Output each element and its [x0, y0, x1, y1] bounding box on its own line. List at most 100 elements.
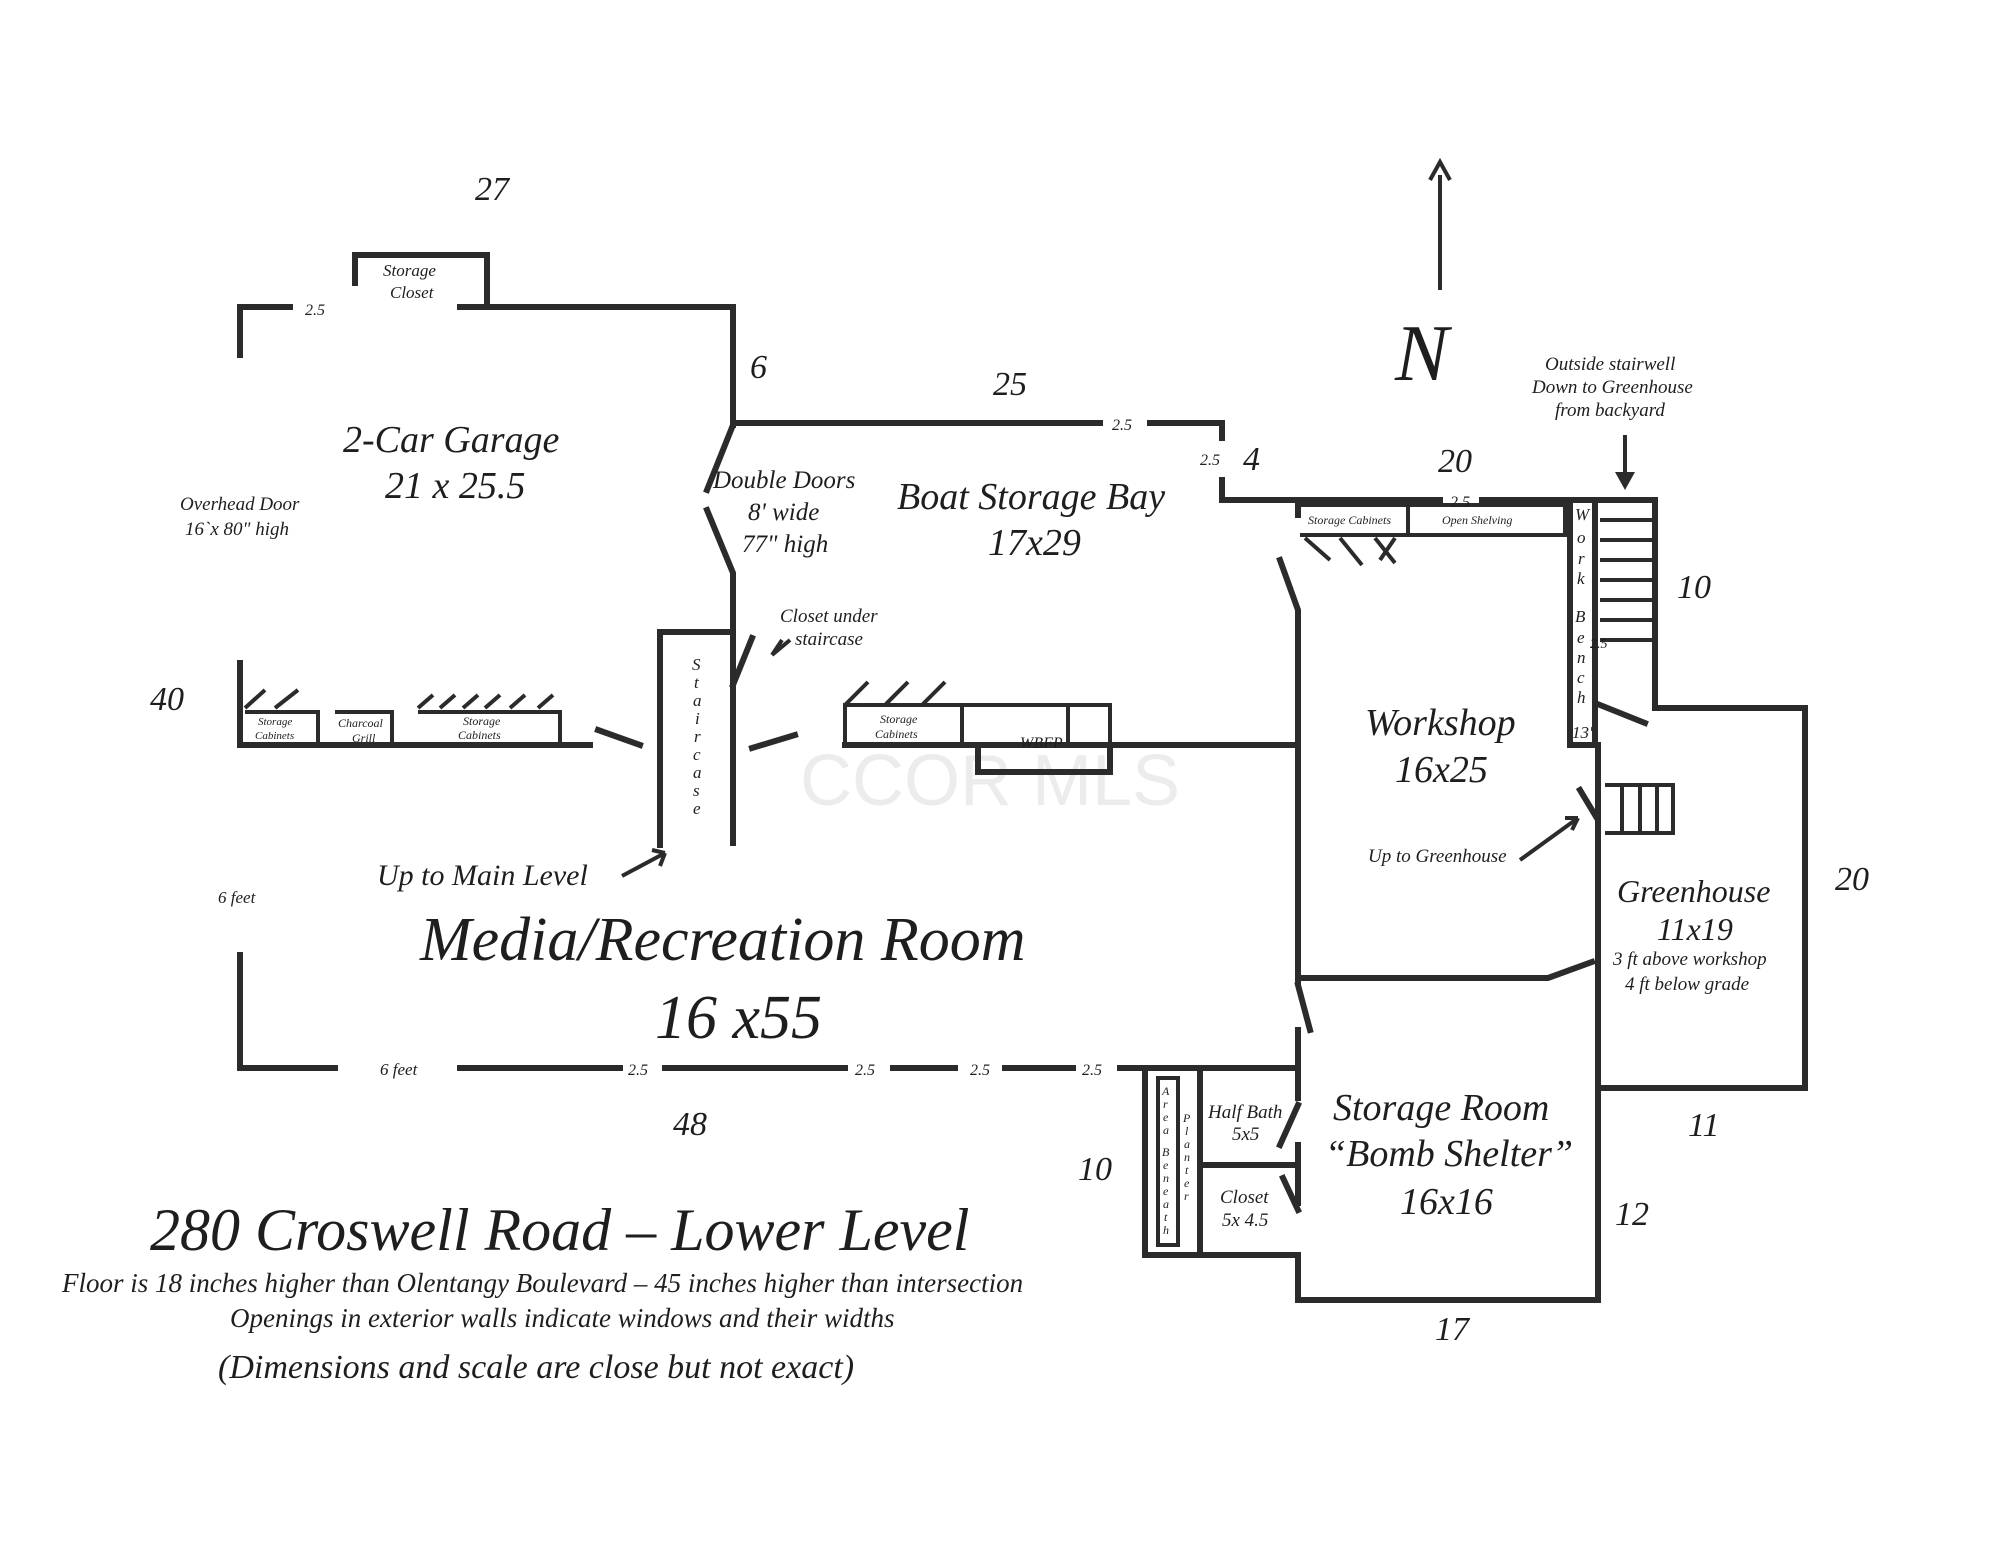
wbfp-box	[962, 703, 1112, 745]
up-to-greenhouse-arrow	[1518, 816, 1580, 862]
closet-under-arrow	[770, 638, 792, 657]
north-arrow	[1428, 157, 1452, 290]
workshop-door-ne	[1276, 556, 1301, 985]
storage-size: 16x16	[1400, 1181, 1493, 1223]
media-name: Media/Recreation Room	[419, 906, 1025, 974]
bath-wall	[1197, 1065, 1301, 1258]
room-labels: 2-Car Garage 21 x 25.5 Boat Storage Bay …	[343, 419, 1770, 1231]
annotations: Storage Closet Overhead Door 16`x 80" hi…	[180, 261, 1693, 1237]
overhead-door-line1: Overhead Door	[180, 494, 300, 515]
greenhouse-door	[1575, 785, 1601, 853]
workshop-name: Workshop	[1365, 702, 1516, 744]
outside-stair-arrow	[1615, 435, 1635, 490]
media-north-door-west	[594, 726, 644, 749]
win-workbench: 2.5	[1590, 637, 1608, 652]
halfbath-name: Half Bath	[1207, 1102, 1282, 1123]
dim-garage-east: 6	[750, 349, 767, 386]
bench-door	[1596, 701, 1649, 727]
garage-size: 21 x 25.5	[385, 465, 525, 507]
dim-workshop-top: 20	[1438, 443, 1472, 480]
cabinet-box-c	[843, 703, 964, 745]
dim-storage-south: 17	[1435, 1311, 1471, 1348]
outside-stairwell	[1597, 497, 1808, 1076]
greenhouse-note2: 4 ft below grade	[1625, 974, 1749, 995]
staircase-letter: a	[693, 691, 702, 710]
planter-letter: n	[1184, 1150, 1190, 1164]
cabinets-b-line2: Cabinets	[458, 728, 501, 742]
up-to-greenhouse-label: Up to Greenhouse	[1368, 846, 1507, 867]
dim-boat-east: 4	[1243, 441, 1260, 478]
cabinet-doors-c	[843, 680, 947, 707]
planter-letter: P	[1182, 1111, 1191, 1125]
win-south-4: 2.5	[1082, 1062, 1102, 1079]
area-letter: e	[1163, 1110, 1169, 1124]
storage-name: Storage Room	[1333, 1087, 1549, 1129]
wbfp-hearth	[975, 742, 1113, 775]
staircase-letter: r	[694, 727, 701, 746]
area-beneath-label: A r e a B e n e a t h	[1161, 1084, 1170, 1237]
grill-line2: Grill	[352, 731, 376, 745]
staircase-letter: c	[693, 745, 701, 764]
bench-length: 13'	[1572, 723, 1593, 742]
area-letter: a	[1163, 1123, 1169, 1137]
wbfp-label: WBFP	[1020, 735, 1063, 752]
staircase-letter: i	[695, 709, 700, 728]
closet-size: 5x 4.5	[1222, 1210, 1268, 1231]
win-workshop-north: 2.5	[1450, 494, 1470, 511]
dim-south: 48	[673, 1106, 707, 1143]
greenhouse-west	[1595, 742, 1808, 1091]
footer-line3: (Dimensions and scale are close but not …	[218, 1349, 854, 1386]
planter-letter: e	[1184, 1176, 1190, 1190]
ws-cabinet-doors	[1303, 536, 1397, 567]
area-letter: h	[1163, 1223, 1169, 1237]
media-west-wall	[237, 952, 338, 1071]
win-south-1: 2.5	[628, 1062, 648, 1079]
staircase-box	[657, 629, 736, 848]
workshop-south-wall	[1295, 958, 1596, 981]
stair-treads-outside	[1600, 518, 1655, 642]
dim-greenhouse-east: 20	[1835, 861, 1869, 898]
win-boat-east: 2.5	[1200, 452, 1220, 469]
staircase-letter: t	[694, 673, 700, 692]
planter-letter: r	[1184, 1189, 1189, 1203]
halfbath-size: 5x5	[1232, 1124, 1259, 1145]
greenhouse-name: Greenhouse	[1617, 873, 1770, 909]
footer: 280 Croswell Road – Lower Level Floor is…	[61, 1197, 1023, 1386]
dim-boat-top: 25	[993, 366, 1027, 403]
staircase-letter: s	[693, 781, 700, 800]
boat-name: Boat Storage Bay	[897, 476, 1165, 518]
cabinets-c-line1: Storage	[880, 712, 918, 726]
double-doors-line2: 8' wide	[748, 499, 819, 526]
outside-stair-line1: Outside stairwell	[1545, 354, 1675, 375]
cabinet-doors-b	[416, 693, 555, 710]
boat-size: 17x29	[988, 522, 1081, 564]
bath-door	[1276, 1101, 1302, 1149]
area-letter: r	[1163, 1097, 1168, 1111]
closet-under-door	[729, 634, 756, 689]
six-feet-south-label: 6 feet	[380, 1060, 419, 1079]
area-letter: A	[1161, 1084, 1170, 1098]
outside-stair-line3: from backyard	[1555, 400, 1665, 421]
dim-stair-east: 10	[1677, 569, 1711, 606]
media-north-wall-west	[237, 660, 593, 748]
storage-closet-line2: Closet	[390, 283, 435, 302]
work-bench-label: W o r k B e n c h	[1575, 505, 1591, 707]
dimension-labels: 27 6 25 4 20 10 20 40 48 10 11 12 17	[150, 171, 1869, 1348]
grill-box	[316, 710, 562, 745]
bench-letter: r	[1578, 549, 1585, 568]
area-letter: e	[1163, 1158, 1169, 1172]
bench-letter: o	[1577, 528, 1586, 547]
dim-storage-east: 12	[1615, 1196, 1649, 1233]
cabinets-c-line2: Cabinets	[875, 727, 918, 741]
north-label: N	[1394, 310, 1453, 398]
garage-name: 2-Car Garage	[343, 419, 560, 461]
bench-letter: c	[1577, 668, 1585, 687]
double-doors-line3: 77" high	[742, 531, 828, 558]
dim-planter-west: 10	[1078, 1151, 1112, 1188]
work-bench	[1567, 497, 1598, 748]
staircase-letter: S	[692, 655, 701, 674]
win-garage-nw: 2.5	[305, 302, 325, 319]
area-letter: B	[1162, 1145, 1170, 1159]
up-to-main-arrow	[621, 848, 667, 878]
